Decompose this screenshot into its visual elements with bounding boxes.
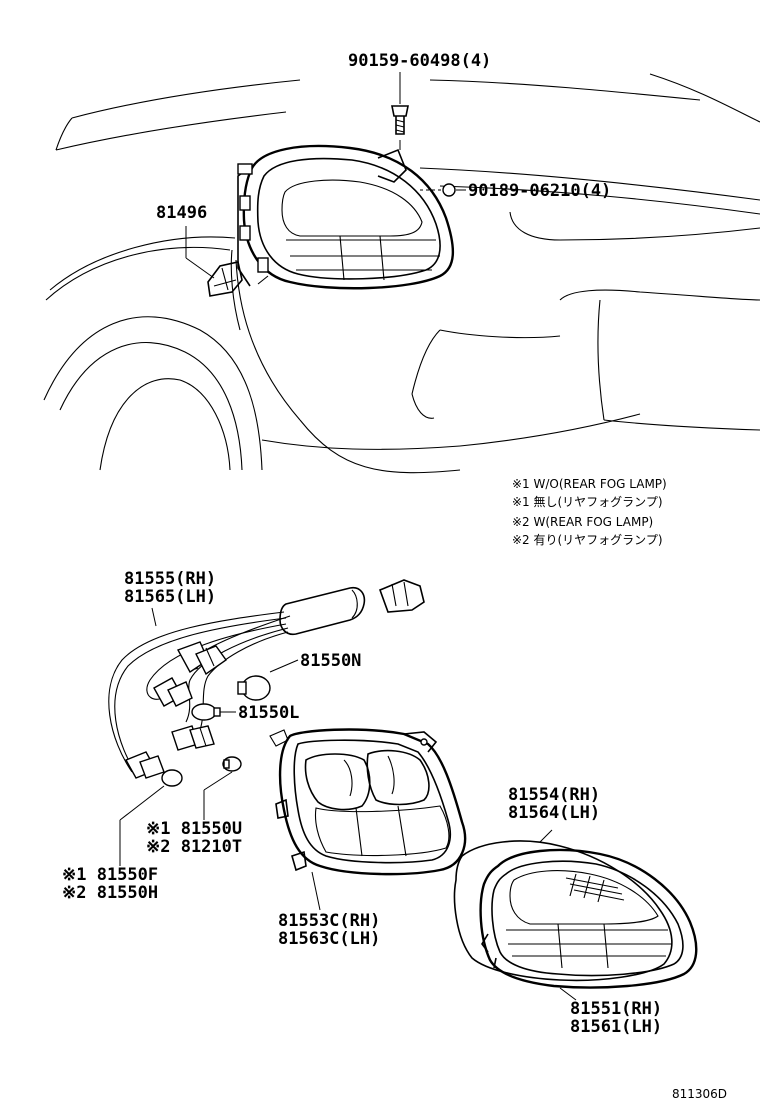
label-housing-lh: 81563C(LH): [278, 929, 380, 949]
bulb-81550F: [119, 769, 183, 866]
note-line-1: ※1 W/O(REAR FOG LAMP): [512, 477, 667, 491]
label-cover: 81496: [156, 203, 207, 223]
diagram-reference-code: 811306D: [672, 1087, 727, 1101]
socket-wire-assembly: [108, 579, 425, 779]
label-socket-lh: 81565(LH): [124, 587, 216, 607]
label-bulb-h: ※2 81550H: [62, 883, 158, 903]
note-line-4: ※2 有り(リヤフォグランプ): [512, 533, 663, 547]
lamp-housing: [269, 728, 467, 911]
gasket: [453, 829, 673, 982]
bulb-81550L: [191, 703, 236, 721]
label-bulb-n: 81550N: [300, 651, 361, 671]
socket-3: [171, 725, 215, 751]
socket-2: [153, 677, 193, 707]
label-gasket-lh: 81564(LH): [508, 803, 600, 823]
note-line-3: ※2 W(REAR FOG LAMP): [512, 515, 653, 529]
installed-rear-lamp: [237, 140, 455, 290]
label-housing-rh: 81553C(RH): [278, 911, 380, 931]
note-line-2: ※1 無し(リヤフォグランプ): [512, 494, 663, 509]
notes-block: ※1 W/O(REAR FOG LAMP) ※1 無し(リヤフォグランプ) ※2…: [512, 477, 667, 547]
cover-part: [185, 226, 243, 297]
label-lens-rh: 81551(RH): [570, 999, 662, 1019]
label-gasket-rh: 81554(RH): [508, 785, 600, 805]
nut-part: [420, 183, 466, 197]
vehicle-rear-body: [43, 73, 760, 474]
socket-4: [125, 751, 165, 779]
label-nut: 90189-06210(4): [468, 181, 611, 201]
socket-1: [176, 641, 227, 676]
label-bulb-t: ※2 81210T: [146, 837, 242, 857]
lamp-lens: [479, 848, 698, 1001]
label-lens-lh: 81561(LH): [570, 1017, 662, 1037]
label-screw: 90159-60498(4): [348, 51, 491, 71]
bulb-81550N: [237, 659, 299, 701]
lens-reflector-grid: [565, 873, 625, 903]
bulb-81550U: [203, 756, 242, 820]
label-socket-rh: 81555(RH): [124, 569, 216, 589]
label-bulb-l: 81550L: [238, 703, 299, 723]
label-bulb-f: ※1 81550F: [62, 865, 158, 885]
screw-part: [391, 72, 409, 135]
label-bulb-u: ※1 81550U: [146, 819, 242, 839]
